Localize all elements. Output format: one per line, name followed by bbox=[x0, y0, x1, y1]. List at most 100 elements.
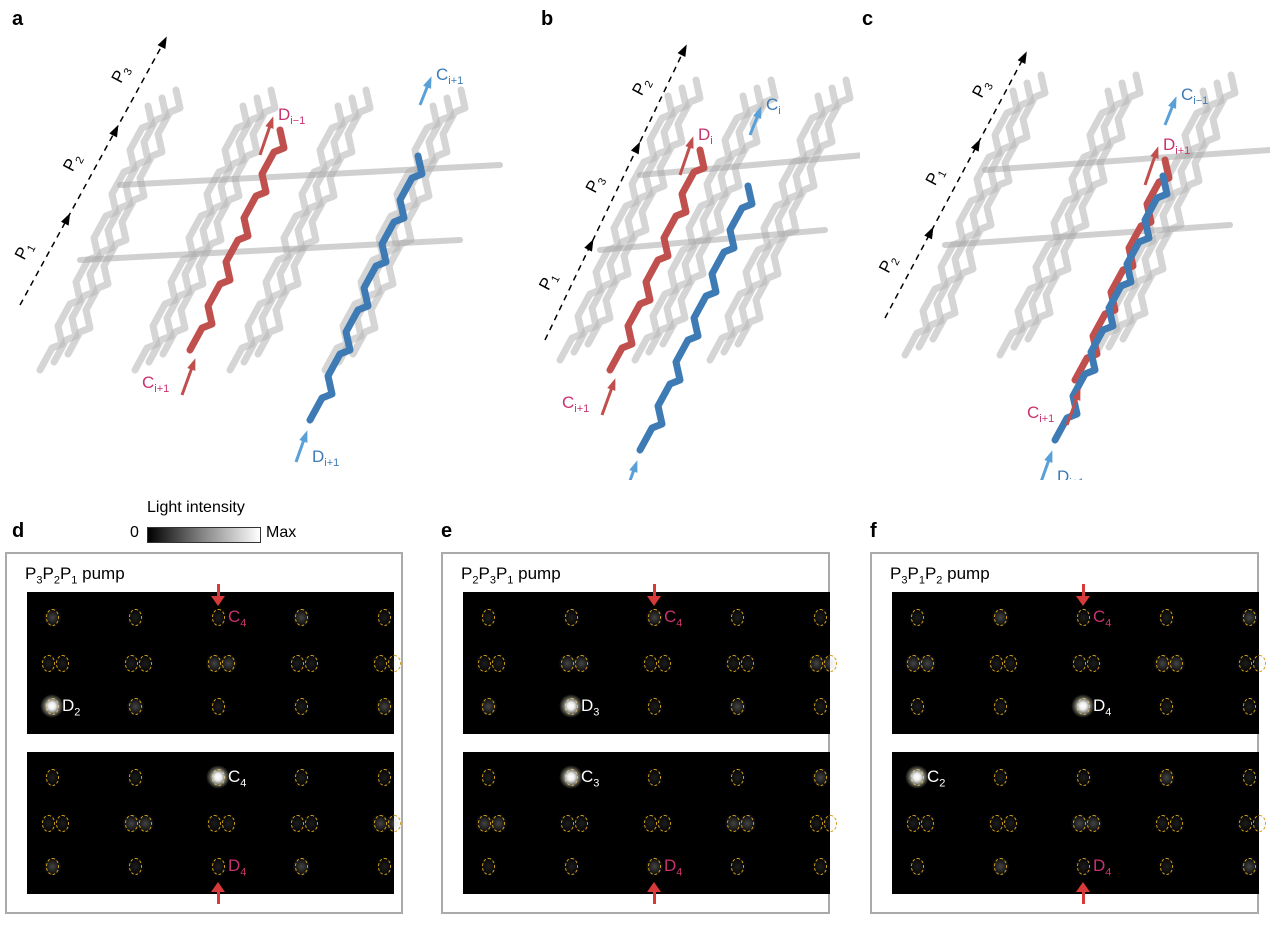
waveguide-site-ring bbox=[208, 815, 221, 832]
waveguide-site-ring bbox=[1073, 655, 1086, 672]
waveguide-site-ring bbox=[565, 609, 578, 626]
input-label-red: Ci+1 bbox=[562, 393, 589, 415]
bright-output-spot bbox=[1071, 694, 1095, 718]
waveguide-site-ring bbox=[42, 655, 55, 672]
pump-axis-dashed bbox=[544, 47, 686, 341]
waveguide-site-ring bbox=[1243, 698, 1256, 715]
waveguide-site-ring bbox=[478, 815, 491, 832]
pump-sequence-label: P2P3P1 pump bbox=[461, 564, 561, 587]
panel-label-d: d bbox=[12, 520, 25, 542]
waveguide-site-ring bbox=[824, 655, 837, 672]
pump-axis-arrow-head bbox=[109, 124, 119, 138]
waveguide-gray bbox=[36, 102, 156, 374]
bright-spot-label: C2 bbox=[927, 767, 946, 790]
pump-axis-label: P3 bbox=[582, 172, 610, 198]
waveguide-gray bbox=[915, 79, 1035, 351]
waveguide-site-ring bbox=[648, 769, 661, 786]
waveguide-site-ring bbox=[644, 655, 657, 672]
waveguide-site-ring bbox=[129, 609, 142, 626]
bright-spot-label: D4 bbox=[1093, 696, 1112, 719]
waveguide-site-ring bbox=[741, 655, 754, 672]
waveguide-site-ring bbox=[1087, 815, 1100, 832]
waveguide-site-ring bbox=[561, 815, 574, 832]
waveguide-site-ring bbox=[911, 858, 924, 875]
waveguide-site-ring bbox=[911, 698, 924, 715]
colorbar-max: Max bbox=[266, 524, 297, 541]
waveguide-site-ring bbox=[994, 698, 1007, 715]
waveguide-site-ring bbox=[208, 655, 221, 672]
output-arrow-blue-head bbox=[753, 106, 762, 119]
coupler-gray bbox=[637, 152, 860, 178]
waveguide-site-ring bbox=[814, 609, 827, 626]
input-arrow-blue-head bbox=[299, 430, 308, 443]
waveguide-site-ring bbox=[561, 655, 574, 672]
waveguide-site-ring bbox=[1087, 655, 1100, 672]
output-arrow-blue-head bbox=[423, 76, 432, 89]
waveguide-site-ring bbox=[46, 609, 59, 626]
pump-sequence-label: P3P1P2 pump bbox=[890, 564, 990, 587]
waveguide-site-ring bbox=[295, 858, 308, 875]
bright-output-spot bbox=[905, 765, 929, 789]
waveguide-site-ring bbox=[374, 815, 387, 832]
coupler-gray bbox=[597, 227, 828, 253]
waveguide-site-ring bbox=[1253, 655, 1266, 672]
waveguide-site-ring bbox=[295, 609, 308, 626]
waveguide-site-ring bbox=[731, 858, 744, 875]
waveguide-gray bbox=[1105, 79, 1225, 351]
colorbar-min: 0 bbox=[130, 524, 139, 541]
pump-axis-arrow-head bbox=[157, 36, 167, 49]
waveguide-gray bbox=[159, 86, 279, 358]
waveguide-site-ring bbox=[1160, 858, 1173, 875]
waveguide-site-ring bbox=[139, 655, 152, 672]
waveguide-site-ring bbox=[994, 769, 1007, 786]
waveguide-site-ring bbox=[907, 655, 920, 672]
waveguide-red bbox=[186, 126, 288, 354]
input-label-blue: Di+1 bbox=[312, 447, 339, 469]
waveguide-site-ring bbox=[1239, 815, 1252, 832]
pump-axis-arrow-head bbox=[924, 226, 934, 240]
pump-axis-arrow-head bbox=[60, 213, 71, 226]
waveguide-red bbox=[606, 146, 708, 374]
output-arrow-red-head bbox=[1150, 146, 1159, 159]
input-arrow-down bbox=[211, 584, 225, 606]
waveguide-site-ring bbox=[482, 609, 495, 626]
waveguide-site-ring bbox=[1243, 858, 1256, 875]
waveguide-site-ring bbox=[814, 698, 827, 715]
waveguide-site-ring bbox=[56, 655, 69, 672]
waveguide-site-ring bbox=[990, 815, 1003, 832]
pump-axis-label: P3 bbox=[108, 62, 136, 88]
pump-axis-arrow-head bbox=[584, 239, 594, 252]
waveguide-site-ring bbox=[1077, 769, 1090, 786]
waveguide-gray bbox=[321, 102, 441, 374]
waveguide-site-ring bbox=[731, 609, 744, 626]
waveguide-gray bbox=[734, 76, 854, 348]
waveguide-site-ring bbox=[56, 815, 69, 832]
panel-label-b: b bbox=[541, 8, 554, 30]
waveguide-site-ring bbox=[648, 698, 661, 715]
bright-output-spot bbox=[206, 765, 230, 789]
pump-axis-label: P2 bbox=[875, 252, 903, 278]
bright-output-spot bbox=[559, 765, 583, 789]
input-marker-label: C4 bbox=[1093, 607, 1112, 630]
waveguide-site-ring bbox=[139, 815, 152, 832]
output-label-blue: Ci+1 bbox=[436, 65, 463, 87]
waveguide-site-ring bbox=[212, 609, 225, 626]
waveguide-gray bbox=[996, 87, 1116, 359]
waveguide-site-ring bbox=[1077, 609, 1090, 626]
waveguide-site-ring bbox=[658, 655, 671, 672]
waveguide-site-ring bbox=[727, 815, 740, 832]
waveguide-site-ring bbox=[731, 698, 744, 715]
waveguide-site-ring bbox=[478, 655, 491, 672]
waveguide-site-ring bbox=[575, 655, 588, 672]
waveguide-site-ring bbox=[291, 815, 304, 832]
waveguide-gray bbox=[1119, 71, 1239, 343]
input-marker-label: C4 bbox=[664, 607, 683, 630]
input-arrow-red-head bbox=[607, 378, 616, 391]
pump-axis-label: P1 bbox=[922, 164, 950, 190]
pump-sequence-label: P3P2P1 pump bbox=[25, 564, 125, 587]
waveguide-site-ring bbox=[125, 655, 138, 672]
